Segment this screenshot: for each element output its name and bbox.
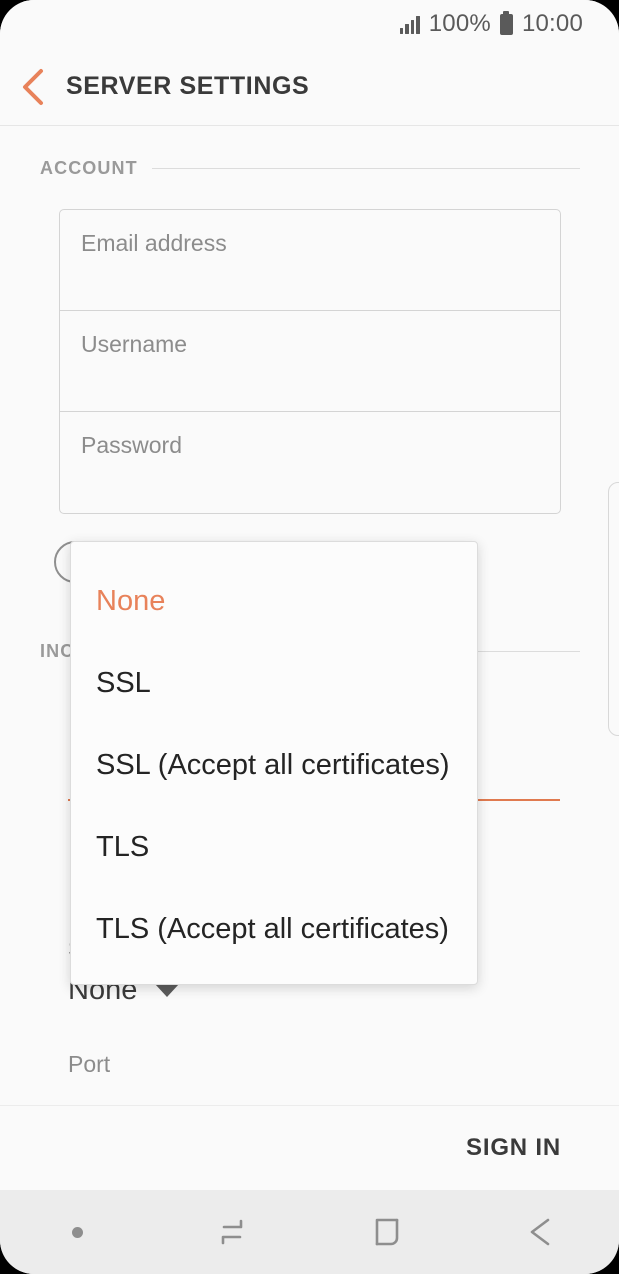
offscreen-panel: [608, 482, 619, 736]
settings-scroll-area[interactable]: ACCOUNT Email address Username Password …: [0, 126, 619, 1105]
account-fields-card: Email address Username Password: [59, 209, 561, 514]
menu-option-tls-accept-all[interactable]: TLS (Accept all certificates): [96, 912, 449, 945]
recents-icon[interactable]: [155, 1190, 310, 1274]
clock-label: 10:00: [521, 10, 583, 37]
email-address-field[interactable]: Email address: [60, 210, 560, 311]
page-title: SERVER SETTINGS: [66, 72, 310, 100]
email-address-placeholder: Email address: [81, 230, 227, 256]
battery-full-icon: [499, 10, 513, 35]
section-divider: [151, 168, 580, 169]
signal-bars-icon: [399, 15, 420, 34]
menu-option-tls[interactable]: TLS: [96, 830, 150, 863]
port-label: Port: [68, 1051, 111, 1077]
menu-option-ssl[interactable]: SSL: [96, 666, 151, 699]
battery-percentage-label: 100%: [428, 10, 491, 37]
menu-option-ssl-accept-all[interactable]: SSL (Accept all certificates): [96, 748, 450, 781]
section-label-account: ACCOUNT: [40, 158, 138, 178]
sign-in-button[interactable]: SIGN IN: [466, 1134, 561, 1161]
footer-bar: SIGN IN: [0, 1105, 619, 1190]
back-arrow-icon[interactable]: [464, 1190, 619, 1274]
back-chevron-icon[interactable]: [0, 48, 66, 126]
dot-indicator-icon[interactable]: [0, 1190, 155, 1274]
section-header-account: ACCOUNT: [40, 158, 580, 179]
menu-option-none[interactable]: None: [96, 584, 166, 617]
username-field[interactable]: Username: [60, 311, 560, 412]
password-field[interactable]: Password: [60, 412, 560, 513]
password-placeholder: Password: [81, 432, 182, 458]
status-bar: 100% 10:00: [0, 0, 619, 48]
home-icon[interactable]: [310, 1190, 465, 1274]
system-navigation-bar: [0, 1190, 619, 1274]
username-placeholder: Username: [81, 331, 188, 357]
app-bar: SERVER SETTINGS: [0, 48, 619, 126]
chevron-down-icon: [155, 984, 180, 997]
security-type-option-menu[interactable]: None SSL SSL (Accept all certificates) T…: [70, 541, 478, 985]
